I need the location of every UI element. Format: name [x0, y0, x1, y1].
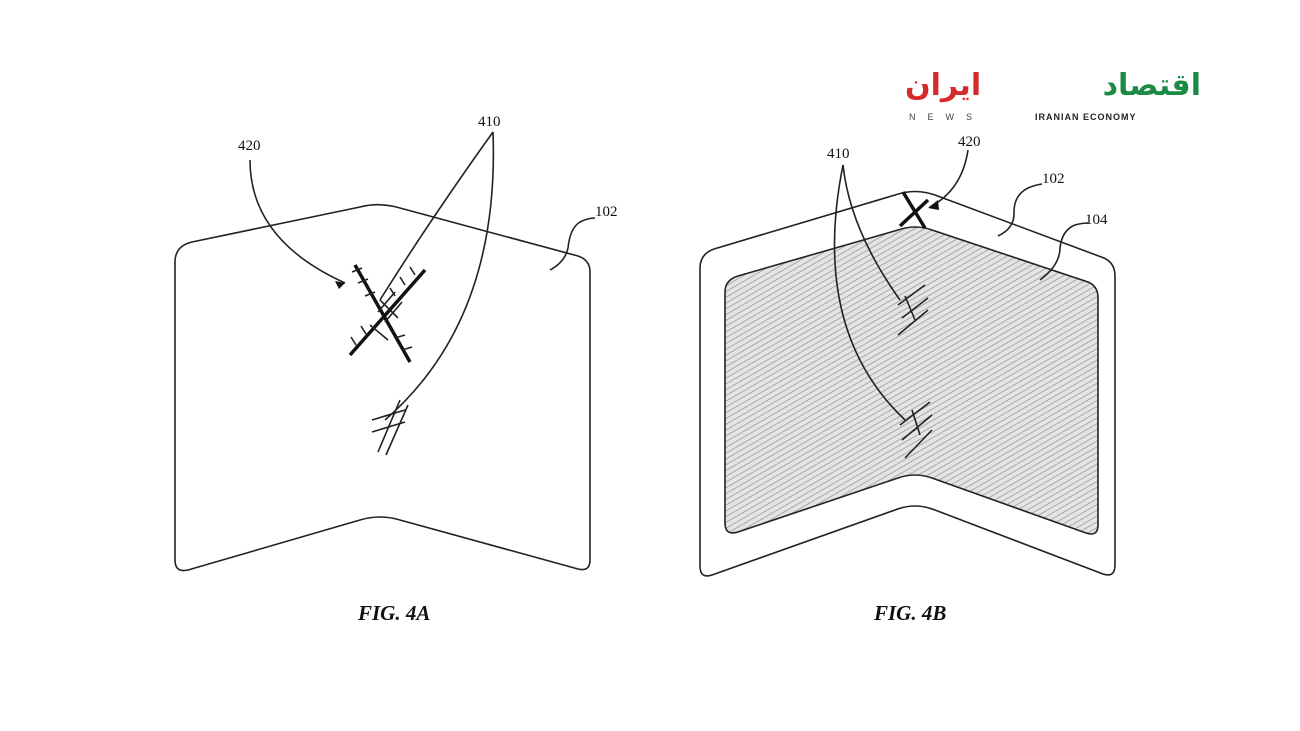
logo-persian-red: ایران [905, 68, 982, 103]
fig-4b-device: 420 410 102 104 FIG. 4B [699, 134, 1116, 625]
leader-102 [549, 217, 596, 271]
leader-410a [842, 164, 901, 301]
watermark-logo: ایران اقتصاد NEWS IRANIAN ECONOMY [905, 66, 1205, 128]
display-104 [724, 226, 1099, 535]
leader-420 [249, 159, 346, 284]
label-102: 102 [595, 204, 618, 220]
label-420: 420 [238, 138, 261, 154]
fig-4a-device: 420 410 102 FIG. 4A [174, 114, 618, 625]
leader-102 [997, 183, 1043, 237]
label-410: 410 [478, 114, 501, 130]
logo-persian-green: اقتصاد [1102, 68, 1201, 103]
crack-marks [369, 291, 409, 456]
label-104: 104 [1085, 212, 1108, 228]
fig-4b-caption: FIG. 4B [873, 601, 946, 625]
leader-410b [833, 164, 906, 421]
label-410: 410 [827, 146, 850, 162]
leader-104 [1039, 222, 1089, 281]
crack-marks [897, 284, 933, 459]
label-420: 420 [958, 134, 981, 150]
crease-420 [898, 191, 930, 229]
logo-english: IRANIAN ECONOMY [1035, 112, 1137, 122]
logo-news: NEWS [909, 112, 984, 122]
leader-420 [929, 149, 969, 208]
fig-4a-caption: FIG. 4A [357, 601, 430, 625]
label-102: 102 [1042, 171, 1065, 187]
leader-410a [379, 131, 494, 301]
leader-410b [384, 131, 495, 421]
crease-420 [348, 264, 427, 363]
